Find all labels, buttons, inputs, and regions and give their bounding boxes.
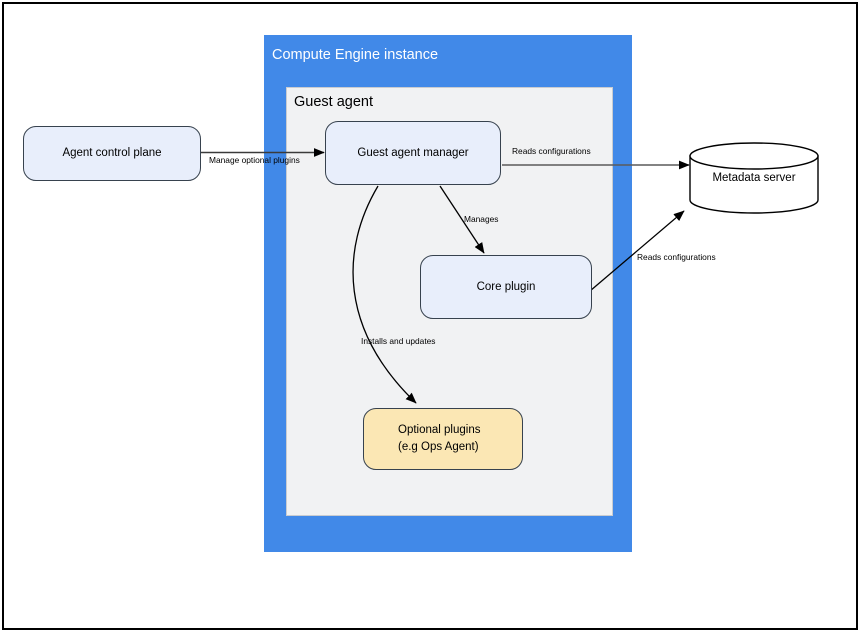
edge-label-manages: Manages [464, 214, 499, 224]
edge-label-installs-and-updates: Installs and updates [361, 336, 436, 346]
edge-label-manage-optional-plugins: Manage optional plugins [209, 155, 300, 165]
node-label-optional-plugins: Optional plugins (e.g Ops Agent) [398, 424, 481, 453]
node-label-metadata-server: Metadata server [712, 171, 796, 184]
node-core-plugin[interactable]: Core plugin [420, 255, 592, 319]
node-metadata-server[interactable]: Metadata server [690, 144, 818, 212]
node-guest-agent-manager[interactable]: Guest agent manager [325, 121, 501, 185]
metadata-server-cylinder [689, 142, 819, 214]
node-agent-control-plane[interactable]: Agent control plane [23, 126, 201, 181]
node-label-guest-agent-manager: Guest agent manager [357, 146, 469, 159]
node-label-core-plugin: Core plugin [476, 280, 536, 293]
node-optional-plugins[interactable]: Optional plugins (e.g Ops Agent) [363, 408, 523, 470]
connector-manages [439, 185, 485, 254]
edge-label-reads-configurations-manager: Reads configurations [512, 146, 591, 156]
node-label-agent-control-plane: Agent control plane [62, 147, 162, 160]
edge-label-reads-configurations-core-plugin: Reads configurations [637, 252, 716, 262]
connector-reads-configurations-core-plugin [589, 210, 685, 292]
connector-installs-and-updates [352, 185, 417, 404]
